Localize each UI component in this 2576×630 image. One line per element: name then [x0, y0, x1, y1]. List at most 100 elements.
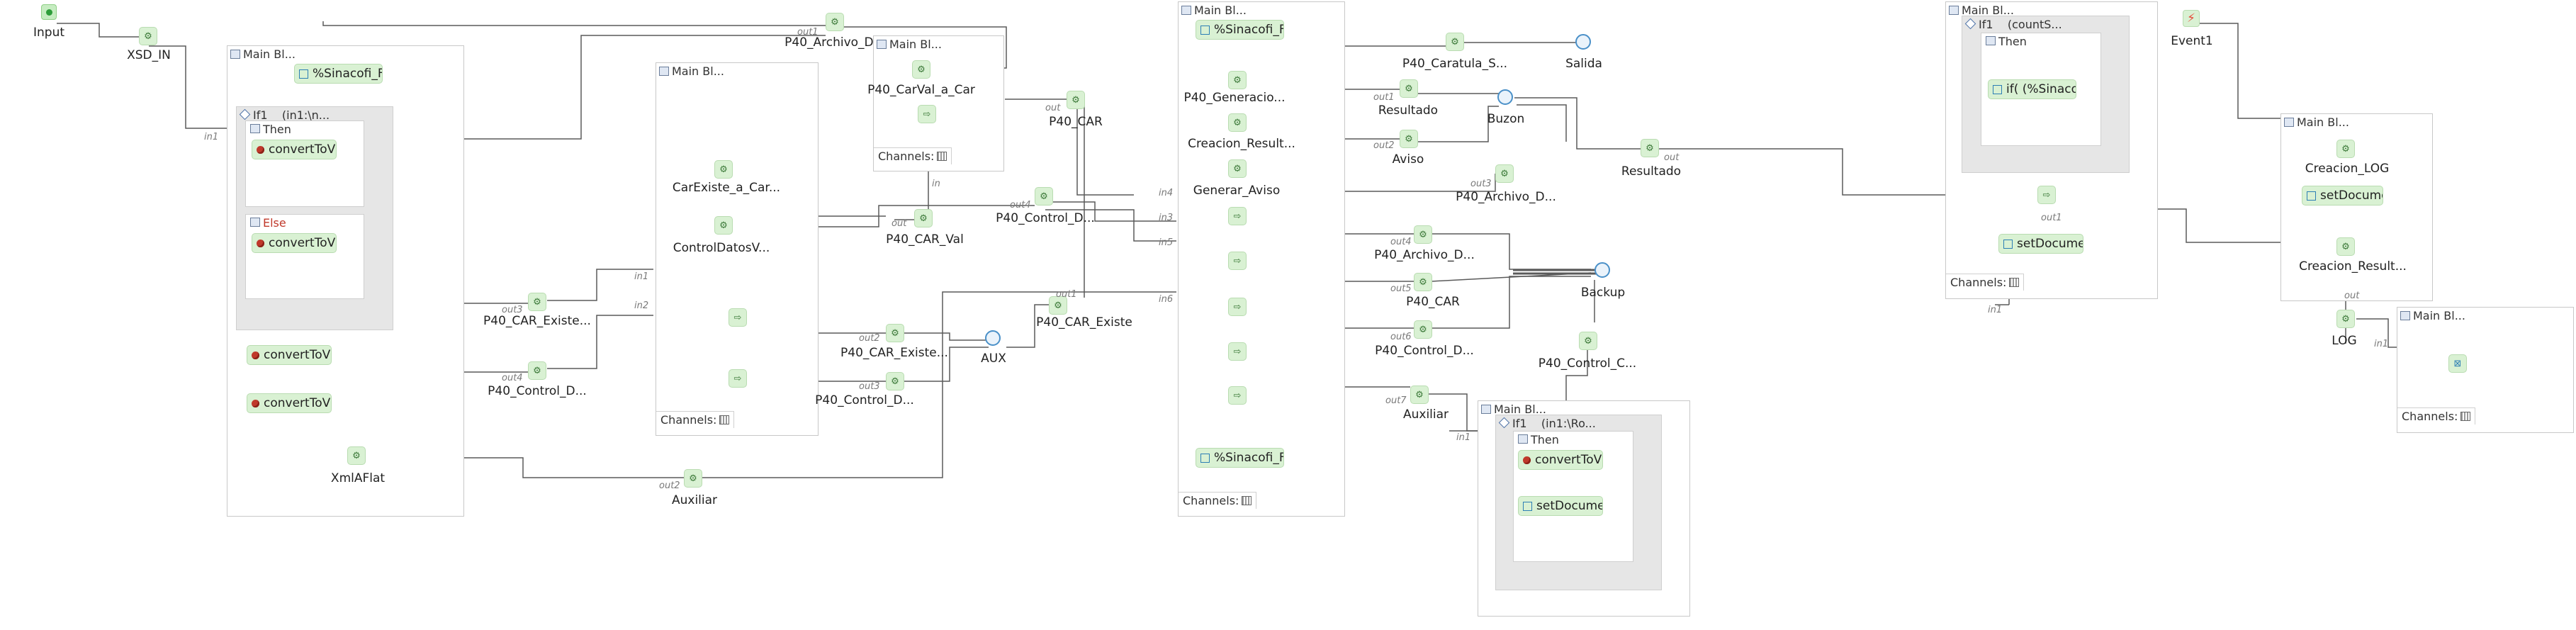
wire: [1417, 106, 1499, 142]
log-node[interactable]: ⚙: [2336, 310, 2355, 328]
router-node-r2[interactable]: ⇨: [1228, 252, 1247, 270]
task-square-icon: [1993, 84, 2002, 94]
if-sinaco-task[interactable]: if( (%Sinaco: [1988, 79, 2076, 99]
p40-control-c-node[interactable]: ⚙: [1579, 332, 1597, 350]
p40-control-d-label-2: P40_Control_D...: [815, 393, 914, 407]
setdocument-task-3[interactable]: setDocume: [1518, 496, 1603, 516]
wire: [1045, 201, 1176, 222]
p40-car-existe-label-1: P40_CAR_Existe...: [483, 314, 591, 328]
router-node-carval[interactable]: ⇨: [918, 105, 936, 123]
port-label: out2: [859, 333, 880, 344]
p40-archivo-d-node-low[interactable]: ⚙: [1414, 225, 1432, 244]
channels-bar[interactable]: Channels:: [1946, 274, 2025, 291]
if-label: If1 (in1:\n...: [239, 108, 330, 122]
carval-node[interactable]: ⚙: [912, 60, 930, 79]
p40-car-val-node[interactable]: ⚙: [914, 209, 933, 227]
p40-archivo-d-node-top[interactable]: ⚙: [826, 13, 844, 31]
p40-car-val-label: P40_CAR_Val: [886, 232, 964, 247]
auxiliar-node-1[interactable]: ⚙: [684, 469, 702, 488]
sinacofi-task-2[interactable]: %Sinacofi_F: [1196, 20, 1284, 40]
main-block-frame-6[interactable]: Main Bl...: [2280, 113, 2433, 301]
port-label: in6: [1159, 294, 1174, 305]
carexiste-node[interactable]: ⚙: [714, 160, 733, 179]
convert-task-a[interactable]: convertToV(: [247, 345, 332, 365]
auxiliar-node-2[interactable]: ⚙: [1410, 386, 1429, 404]
port-label: out4: [1390, 237, 1412, 247]
buzon-ring-node[interactable]: [1497, 89, 1513, 105]
xmlaflat-node[interactable]: ⚙: [347, 446, 366, 465]
creacion-result-node-1[interactable]: ⚙: [1228, 113, 1247, 132]
p40-car-existe-node-2[interactable]: ⚙: [886, 324, 904, 342]
port-label: out4: [1010, 200, 1031, 210]
generar-aviso-node[interactable]: ⚙: [1228, 159, 1247, 178]
router-node-r3[interactable]: ⇨: [1228, 298, 1247, 316]
p40-control-d-node-1[interactable]: ⚙: [528, 361, 546, 380]
sinacofi-task-3[interactable]: %Sinacofi_F: [1196, 448, 1284, 468]
port-label: out: [1664, 152, 1680, 163]
setdocument-task-2[interactable]: setDocume: [2302, 186, 2383, 206]
p40-car-node-1[interactable]: ⚙: [1067, 91, 1085, 109]
convert-else-task[interactable]: convertToV(: [252, 233, 337, 253]
main-block-title: Main Bl...: [1481, 403, 1546, 416]
then-label: Then: [1518, 433, 1559, 446]
channels-bar[interactable]: Channels:: [1179, 492, 1257, 509]
sinacofi-task-1[interactable]: %Sinacofi_F: [294, 64, 383, 84]
if-diamond-icon: [239, 108, 251, 120]
p40-caratula-node[interactable]: ⚙: [1446, 33, 1464, 51]
p40-car-node-2[interactable]: ⚙: [1414, 273, 1432, 291]
p40-archivo-d-node-mid[interactable]: ⚙: [1495, 164, 1514, 183]
router-node-r1[interactable]: ⇨: [1228, 207, 1247, 225]
p40-control-d-node-low[interactable]: ⚙: [1414, 320, 1432, 339]
event1-label: Event1: [2171, 34, 2213, 48]
router-node-2[interactable]: ⇨: [729, 369, 747, 388]
else-branch-1[interactable]: Else: [245, 214, 364, 299]
resultado-node-2[interactable]: ⚙: [1641, 139, 1659, 157]
p40-control-d-node-2[interactable]: ⚙: [886, 372, 904, 390]
creacion-log-node[interactable]: ⚙: [2336, 140, 2355, 158]
port-label: in1: [204, 132, 219, 142]
branch-icon: [1986, 36, 1996, 45]
channels-icon: [719, 415, 730, 424]
p40-control-d-label-1: P40_Control_D...: [488, 384, 587, 398]
channels-bar[interactable]: Channels:: [2397, 407, 2476, 424]
task-square-icon: [1523, 501, 1532, 511]
port-label: in4: [1159, 188, 1174, 198]
block-icon: [659, 67, 669, 76]
router-node-if2[interactable]: ⇨: [2037, 186, 2056, 204]
router-node-r4[interactable]: ⇨: [1228, 342, 1247, 361]
p40-car-existe-node-1[interactable]: ⚙: [528, 293, 546, 311]
convert-task-b[interactable]: convertToV(: [247, 393, 332, 413]
if-label: If1 (in1:\Ro...: [1498, 417, 1596, 430]
channels-bar[interactable]: Channels:: [874, 147, 952, 164]
resultado-label-2: Resultado: [1621, 164, 1682, 179]
terminator-node[interactable]: ⊠: [2448, 354, 2467, 373]
then-branch-1[interactable]: Then: [245, 120, 364, 207]
p40-generacio-node[interactable]: ⚙: [1228, 71, 1247, 89]
backup-label: Backup: [1580, 286, 1626, 300]
convert-task-c[interactable]: convertToV(: [1518, 450, 1603, 470]
salida-ring-node[interactable]: [1575, 34, 1591, 50]
controldatos-label: ControlDatosV...: [673, 241, 770, 255]
resultado-node-1[interactable]: ⚙: [1400, 79, 1418, 98]
router-node-1[interactable]: ⇨: [729, 308, 747, 327]
p40-car-label-1: P40_CAR: [1049, 115, 1103, 129]
event1-node[interactable]: ⚡: [2183, 10, 2200, 27]
aviso-node[interactable]: ⚙: [1400, 130, 1418, 148]
wire: [2356, 318, 2397, 348]
port-label: in5: [1159, 237, 1174, 248]
main-block-frame-4[interactable]: Main Bl...: [1178, 1, 1345, 517]
main-block-frame-2[interactable]: Main Bl...: [656, 62, 819, 436]
router-node-r5[interactable]: ⇨: [1228, 386, 1247, 405]
creacion-result-node-2[interactable]: ⚙: [2336, 237, 2355, 256]
xsd-in-node[interactable]: ⚙: [139, 27, 157, 45]
convert-then-task[interactable]: convertToV(: [252, 140, 337, 159]
channels-bar[interactable]: Channels:: [656, 411, 735, 428]
p40-control-d-node-mid[interactable]: ⚙: [1035, 187, 1053, 206]
controldatos-node[interactable]: ⚙: [714, 216, 733, 235]
aux-ring-node[interactable]: [985, 330, 1001, 346]
input-start-node[interactable]: [41, 4, 57, 20]
setdocument-task-1[interactable]: setDocume: [1998, 234, 2083, 254]
task-square-icon: [1200, 25, 1210, 35]
p40-car-existe-node-3[interactable]: ⚙: [1049, 296, 1067, 315]
backup-ring-node[interactable]: [1594, 262, 1610, 278]
